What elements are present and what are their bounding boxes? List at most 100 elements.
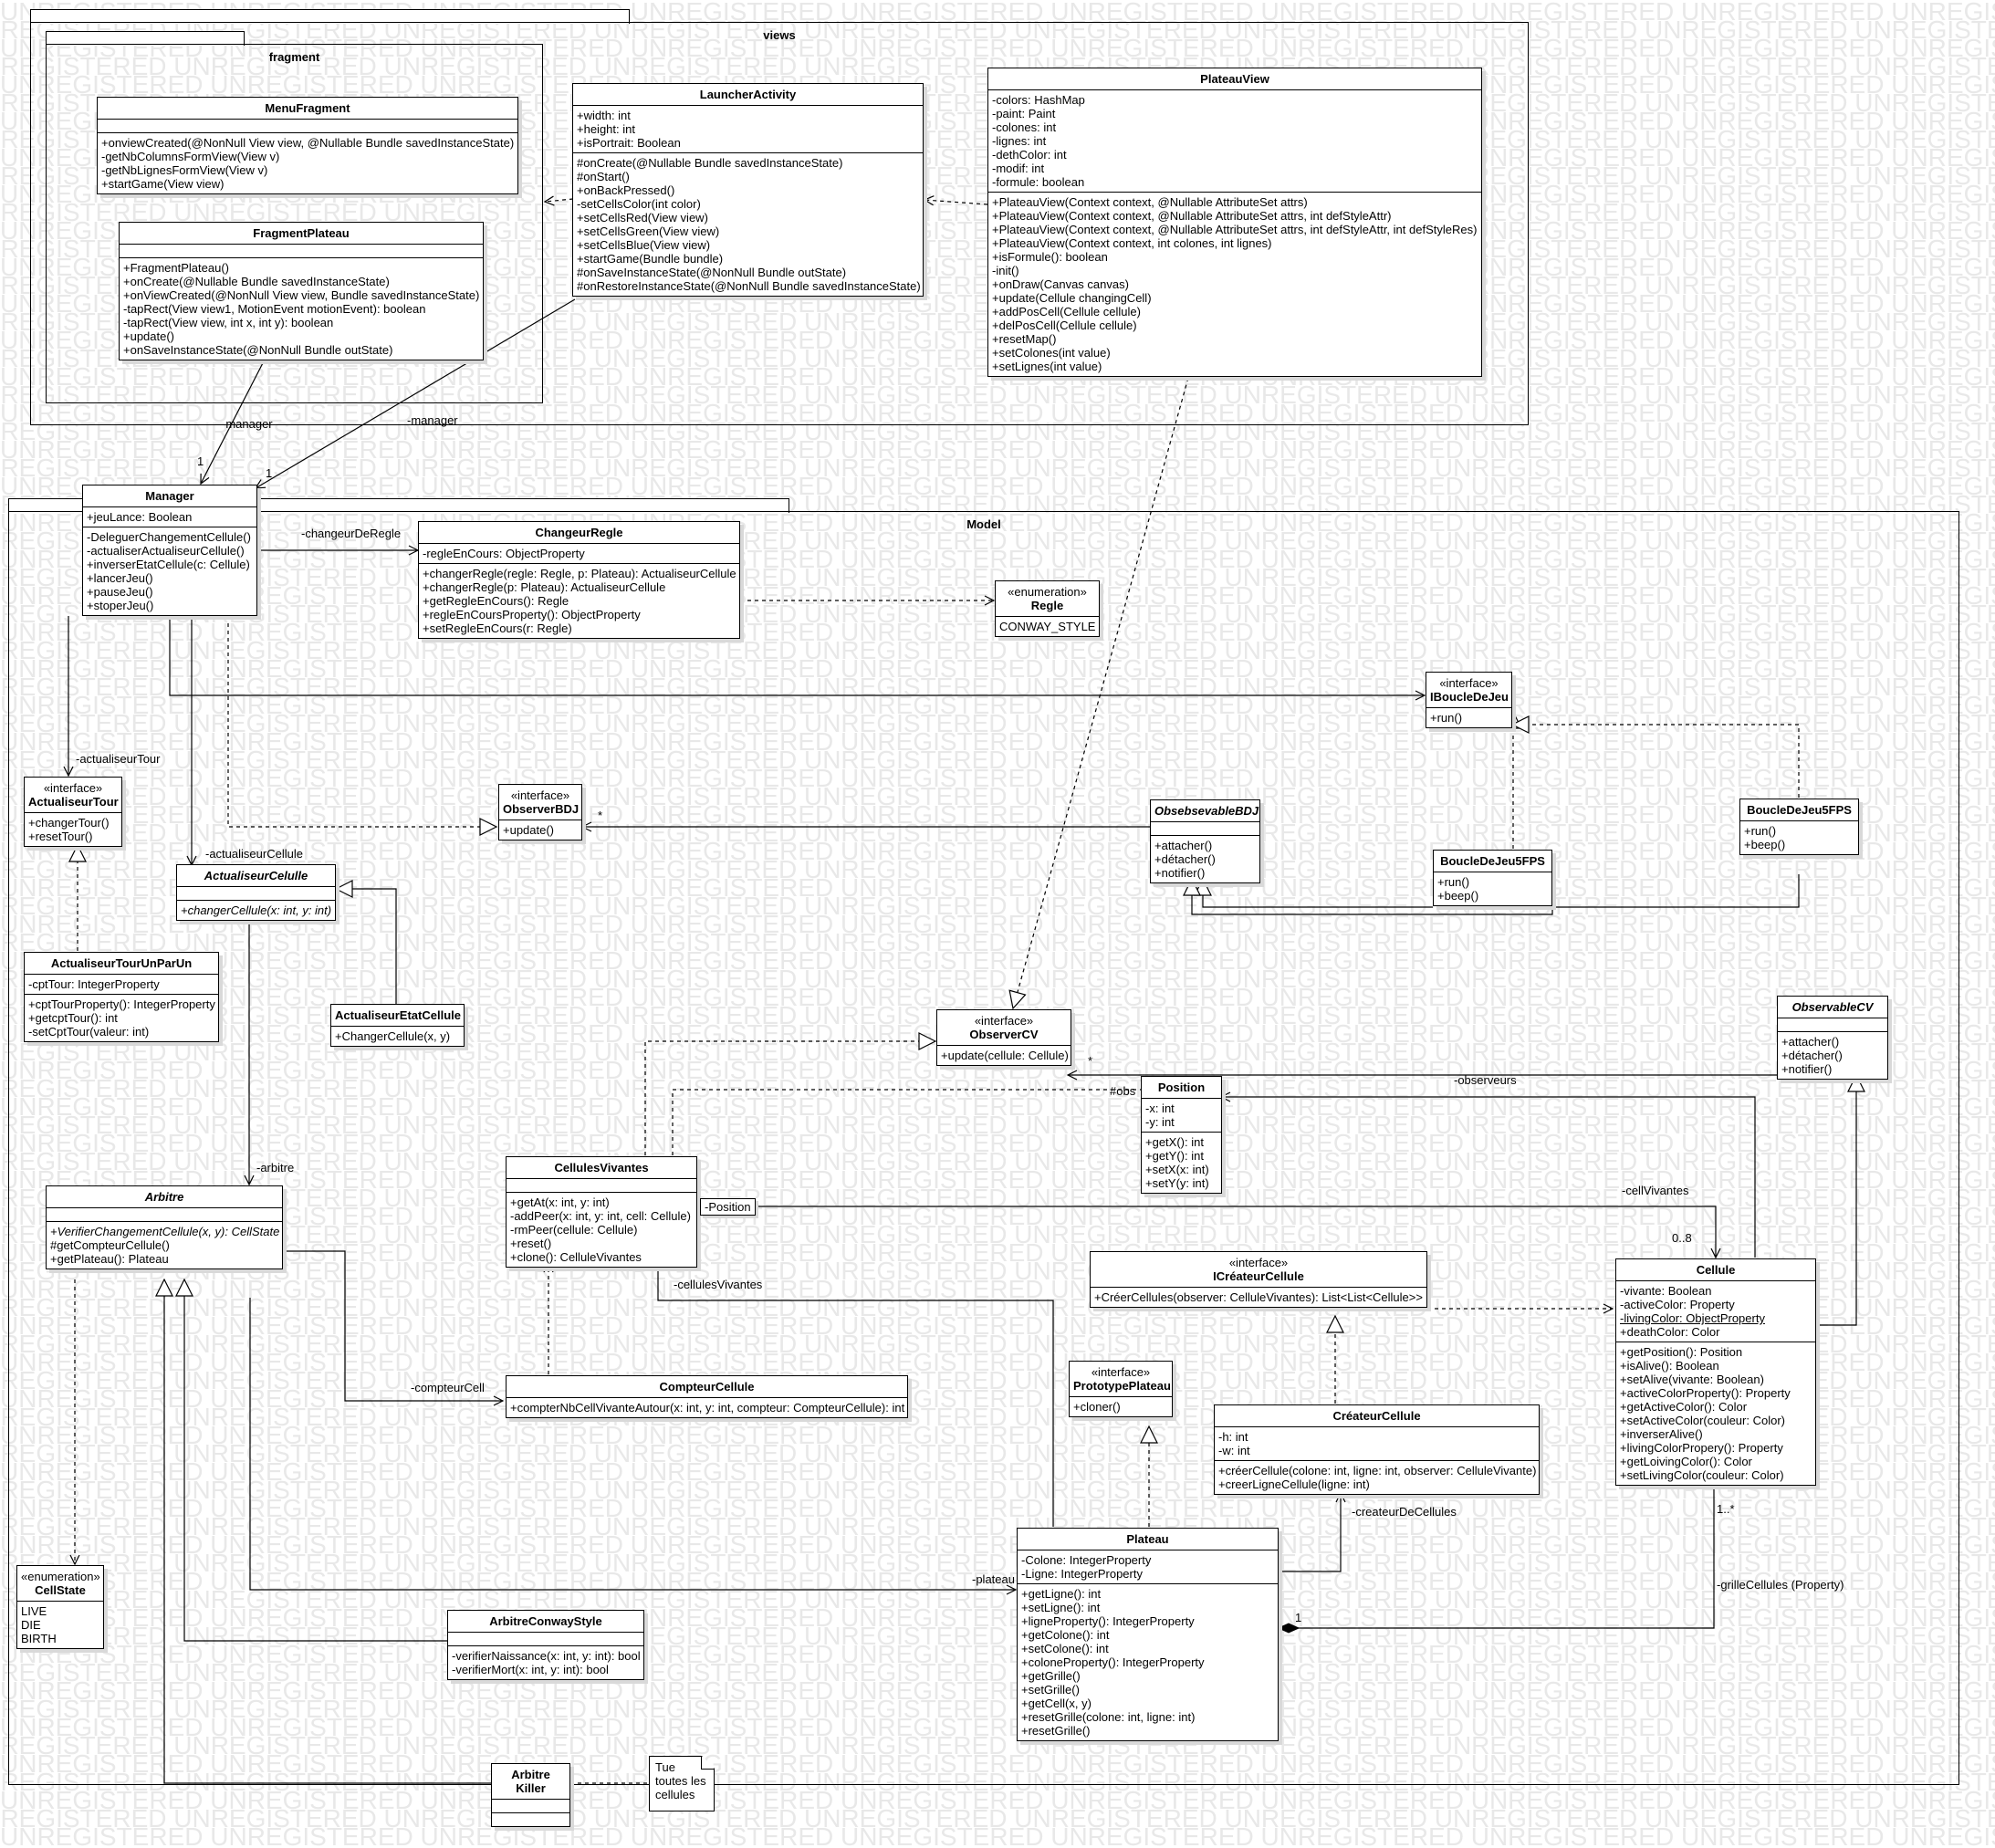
class-operations: +CréerCellules(observer: CelluleVivantes… xyxy=(1091,1288,1426,1307)
class-operations: +cptTourProperty(): IntegerProperty+getc… xyxy=(25,995,218,1041)
class-name: Regle xyxy=(1030,599,1064,612)
class-name: ObservableCV xyxy=(1791,1000,1874,1014)
class-header: Manager xyxy=(83,485,256,507)
class-menu-fragment[interactable]: MenuFragment +onviewCreated(@NonNull View… xyxy=(97,97,518,194)
attribute: -lignes: int xyxy=(992,134,1047,148)
operation: +isAlive(): Boolean xyxy=(1620,1359,1719,1373)
class-header: MenuFragment xyxy=(98,98,517,120)
class-compteur-cellule[interactable]: CompteurCellule+compterNbCellVivanteAuto… xyxy=(506,1375,908,1418)
class-header: «interface»ICréateurCellule xyxy=(1091,1252,1426,1288)
class-header: ChangeurRegle xyxy=(419,522,739,544)
operation: +notifier() xyxy=(1781,1062,1833,1076)
operation: +setY(y: int) xyxy=(1145,1176,1209,1190)
class-icreateur-cellule[interactable]: «interface»ICréateurCellule+CréerCellule… xyxy=(1090,1251,1427,1308)
class-createur-cellule[interactable]: CréateurCellule-h: int-w: int+créerCellu… xyxy=(1214,1404,1540,1495)
operation: +setAlive(vivante: Boolean) xyxy=(1620,1373,1764,1386)
class-header: CréateurCellule xyxy=(1215,1405,1539,1427)
operation: +setCellsRed(View view) xyxy=(577,211,708,224)
class-operations: #onCreate(@Nullable Bundle savedInstance… xyxy=(573,153,923,296)
operation: +getColone(): int xyxy=(1021,1628,1110,1642)
class-manager[interactable]: Manager +jeuLance: Boolean -DeleguerChange… xyxy=(82,485,257,616)
class-arbitre[interactable]: Arbitre+VerifierChangementCellule(x, y):… xyxy=(46,1185,283,1269)
operation: +cptTourProperty(): IntegerProperty xyxy=(28,997,215,1011)
operation: +resetGrille() xyxy=(1021,1724,1091,1738)
label-one-2: 1 xyxy=(266,466,272,480)
operation: +run() xyxy=(1430,711,1463,725)
class-operations: +onviewCreated(@NonNull View view, @Null… xyxy=(98,133,517,193)
operation: -getNbLignesFormView(View v) xyxy=(101,163,268,177)
attribute: -livingColor: ObjectProperty xyxy=(1620,1311,1765,1325)
class-name: BoucleDeJeu5FPS xyxy=(1440,854,1545,868)
class-name: CellState xyxy=(35,1583,86,1597)
class-stereotype: «enumeration» xyxy=(21,1570,100,1583)
class-name: ActualiseurTour xyxy=(28,795,119,809)
class-name: Manager xyxy=(145,489,194,503)
class-stereotype: «interface» xyxy=(974,1014,1034,1028)
operation: +pauseJeu() xyxy=(87,585,153,599)
operation: +créerCellule(colone: int, ligne: int, o… xyxy=(1218,1464,1537,1477)
operation: +getCell(x, y) xyxy=(1021,1697,1092,1710)
class-changeur-regle[interactable]: ChangeurRegle-regleEnCours: ObjectProper… xyxy=(418,521,740,639)
class-observable-cv[interactable]: ObservableCV +attacher()+détacher()+notif… xyxy=(1777,996,1888,1080)
class-operations: +getAt(x: int, y: int)-addPeer(x: int, y… xyxy=(507,1193,696,1267)
class-name: LauncherActivity xyxy=(699,88,797,101)
class-launcher-activity[interactable]: LauncherActivity+width: int+height: int+… xyxy=(572,83,924,297)
operation: -init() xyxy=(992,264,1019,277)
class-actualiseur-tour[interactable]: «interface»ActualiseurTour+changerTour()… xyxy=(24,777,122,847)
operation: -DeleguerChangementCellule() xyxy=(87,530,251,544)
class-iboucle-de-jeu[interactable]: «interface»IBoucleDeJeu +run() xyxy=(1426,672,1512,728)
operation: #onRestoreInstanceState(@NonNull Bundle … xyxy=(577,279,921,293)
class-operations: +attacher()+détacher()+notifier() xyxy=(1151,836,1259,882)
class-plateau[interactable]: Plateau-Colone: IntegerProperty-Ligne: I… xyxy=(1017,1528,1279,1741)
class-stereotype: «interface» xyxy=(510,788,570,802)
class-operations: +compterNbCellVivanteAutour(x: int, y: i… xyxy=(507,1398,907,1417)
views-package: views xyxy=(30,22,1529,425)
class-plateau-view[interactable]: PlateauView-colors: HashMap-paint: Paint… xyxy=(987,68,1482,377)
class-attributes: +jeuLance: Boolean xyxy=(83,507,256,527)
class-position[interactable]: Position-x: int-y: int+getX(): int+getY(… xyxy=(1141,1076,1222,1194)
operation: +setGrille() xyxy=(1021,1683,1080,1697)
class-actualiseur-cellule[interactable]: ActualiseurCelulle +changerCellule(x: int… xyxy=(176,864,336,921)
class-actualiseur-etat-cellule[interactable]: ActualiseurEtatCellule+ChangerCellule(x,… xyxy=(330,1004,465,1047)
operation: +getcptTour(): int xyxy=(28,1011,118,1025)
class-observer-bdj[interactable]: «interface»ObserverBDJ+update() xyxy=(498,784,582,840)
operation: +regleEnCoursProperty(): ObjectProperty xyxy=(423,608,641,621)
class-header: Plateau xyxy=(1018,1529,1278,1550)
operation: +changerCellule(x: int, y: int) xyxy=(181,903,332,917)
class-obsebsevable-bdj[interactable]: ObsebsevableBDJ+attacher()+détacher()+no… xyxy=(1150,799,1260,883)
class-boucle-de-jeu-5fps-b[interactable]: BoucleDeJeu5FPS+run()+beep() xyxy=(1739,799,1859,855)
class-actualiseur-tour-un-par-un[interactable]: ActualiseurTourUnParUn-cptTour: IntegerP… xyxy=(24,952,219,1042)
operation: +attacher() xyxy=(1154,839,1213,852)
operation: +getGrille() xyxy=(1021,1669,1081,1683)
operation: #getCompteurCellule() xyxy=(50,1238,170,1252)
class-name: FragmentPlateau xyxy=(253,226,350,240)
fragment-package-tab xyxy=(46,31,245,46)
class-name: ActualiseurCelulle xyxy=(204,869,308,882)
class-operations: +changerRegle(regle: Regle, p: Plateau):… xyxy=(419,564,739,638)
attribute: +jeuLance: Boolean xyxy=(87,510,193,524)
class-arbitre-killer[interactable]: Arbitre Killer xyxy=(491,1763,570,1827)
class-operations: +attacher()+détacher()+notifier() xyxy=(1778,1032,1887,1079)
class-header: «interface»IBoucleDeJeu xyxy=(1426,673,1511,708)
class-attributes xyxy=(47,1208,282,1222)
class-boucle-de-jeu-5fps-a[interactable]: BoucleDeJeu5FPS+run()+beep() xyxy=(1433,850,1552,906)
class-operations: +créerCellule(colone: int, ligne: int, o… xyxy=(1215,1461,1539,1494)
class-cellule[interactable]: Cellule-vivante: Boolean-activeColor: Pr… xyxy=(1615,1258,1816,1486)
class-operations: +cloner() xyxy=(1070,1397,1172,1416)
class-arbitre-conway-style[interactable]: ArbitreConwayStyle-verifierNaissance(x: … xyxy=(447,1610,644,1680)
attribute: +isPortrait: Boolean xyxy=(577,136,681,150)
class-name: ObserverCV xyxy=(969,1028,1039,1041)
operation: +setColones(int value) xyxy=(992,346,1111,360)
class-header: Cellule xyxy=(1616,1259,1815,1281)
operation: +getRegleEnCours(): Regle xyxy=(423,594,569,608)
class-observer-cv[interactable]: «interface»ObserverCV+update(cellule: Ce… xyxy=(936,1009,1071,1066)
class-cellules-vivantes[interactable]: CellulesVivantes+getAt(x: int, y: int)-a… xyxy=(506,1156,697,1268)
operation: +setLignes(int value) xyxy=(992,360,1102,373)
class-prototype-plateau[interactable]: «interface»PrototypePlateau+cloner() xyxy=(1069,1361,1173,1417)
class-stereotype: «interface» xyxy=(43,781,103,795)
class-attributes xyxy=(1778,1018,1887,1032)
class-fragment-plateau[interactable]: FragmentPlateau+FragmentPlateau()+onCrea… xyxy=(119,222,484,360)
